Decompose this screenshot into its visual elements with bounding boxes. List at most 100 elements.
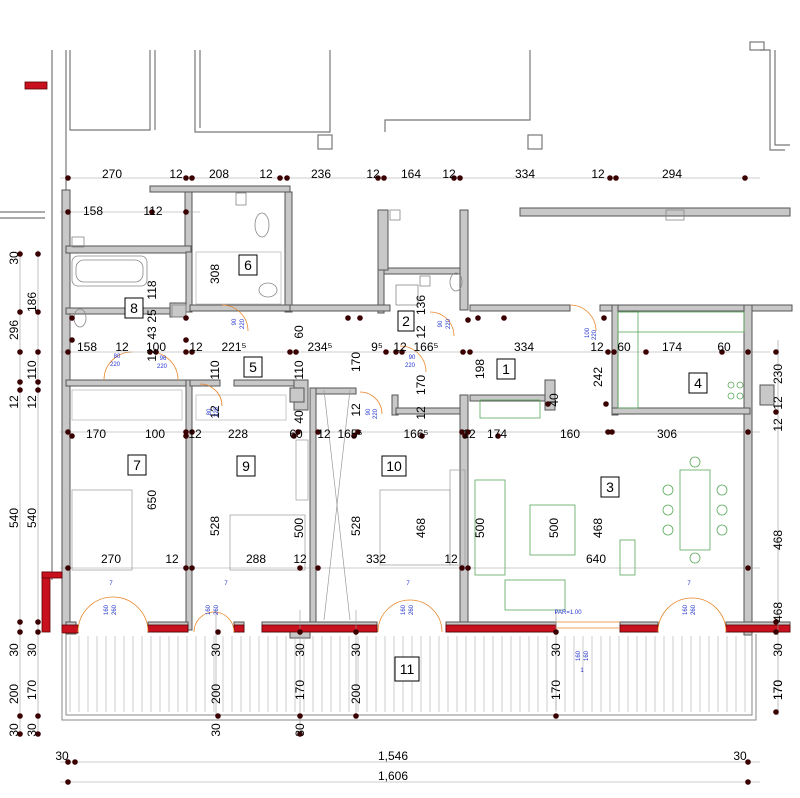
dim-label: 12 [208, 405, 222, 419]
window-tag: 160 [206, 604, 212, 615]
dimension-dot [475, 315, 481, 321]
dims-row5: 270 12 288 12 332 12 640 [101, 552, 606, 566]
dim-label: 60 [292, 325, 306, 339]
dim-label: 12 [259, 167, 273, 181]
dimension-dot [17, 379, 23, 385]
dim-label: 12 [771, 396, 785, 410]
dim-label: 43 [145, 326, 159, 340]
door-tag: 220 [446, 318, 452, 329]
dim-label: 170 [771, 680, 785, 700]
dimension-dot [745, 349, 751, 355]
dimension-dot [17, 387, 23, 393]
dim-label: 30 [209, 643, 223, 657]
dimension-dot [545, 401, 551, 407]
dims-row3: 158 12 100 12 221⁵ 234⁵ 9⁵ 12 166⁵ 334 1… [77, 340, 731, 354]
window-tag: 7 [687, 581, 691, 587]
dimension-dot [17, 309, 23, 315]
dim-label: 40 [547, 393, 561, 407]
dim-label: 170 [25, 680, 39, 700]
dim-label: 500 [547, 518, 561, 538]
room-11: 11 [394, 656, 420, 682]
dim-label: 236 [311, 167, 331, 181]
dimension-dot [355, 429, 361, 435]
dim-label: 158 [77, 340, 97, 354]
dim-label: 40 [292, 410, 306, 424]
dim-label: 468 [771, 602, 785, 622]
room-number: 11 [400, 661, 415, 677]
dimension-dot [65, 779, 71, 785]
dimension-dot [17, 629, 23, 635]
dimension-dot [35, 349, 41, 355]
dimension-dot [643, 349, 649, 355]
dim-label: 112 [143, 204, 162, 218]
dim-label: 208 [209, 167, 229, 181]
room-number: 5 [249, 359, 257, 375]
dimension-dot [215, 713, 221, 719]
dimension-dot [383, 349, 389, 355]
dimension-dot [65, 759, 71, 765]
dimension-dot [501, 315, 507, 321]
dimension-dot [17, 349, 23, 355]
room-5: 5 [243, 356, 263, 378]
dimension-dot [495, 433, 501, 439]
dim-label: 528 [349, 516, 363, 536]
dim-label: 1,546 [378, 749, 408, 763]
dimension-dot [189, 175, 195, 181]
dim-label: 12 [444, 552, 458, 566]
dimension-dot [745, 429, 751, 435]
dimension-dot [35, 629, 41, 635]
dimension-dot [277, 175, 283, 181]
window-tag: 260 [691, 604, 697, 615]
dimension-dot [315, 429, 321, 435]
room-number: 6 [244, 257, 252, 273]
dim-label: 270 [102, 167, 122, 181]
dim-label: 158 [83, 204, 103, 218]
dimension-dot [451, 175, 457, 181]
dim-label: 12 [189, 340, 203, 354]
dimension-dot [459, 565, 465, 571]
dim-label: 170 [86, 427, 106, 441]
dim-label: 12 [414, 406, 428, 420]
dimension-dot [609, 429, 615, 435]
dimension-dot [297, 565, 303, 571]
dim-label: 468 [771, 530, 785, 550]
room-number: 8 [130, 300, 138, 316]
dims-row2: 158 112 [83, 204, 163, 218]
dimension-dot [457, 175, 463, 181]
dimension-dot [17, 731, 23, 737]
window-tag: 7 [406, 581, 410, 587]
dimension-dot [611, 349, 617, 355]
dimension-dot [375, 175, 381, 181]
room-number: 3 [606, 479, 614, 495]
dim-label: 170 [414, 375, 428, 395]
dimension-dot [460, 349, 466, 355]
dimension-dot [773, 629, 779, 635]
dimension-dot [393, 349, 399, 355]
dim-label: 12 [414, 325, 428, 339]
kitchen-fixtures [617, 311, 745, 409]
dimension-dot [17, 619, 23, 625]
dim-label: 25 [145, 309, 159, 323]
dim-label: 12 [293, 552, 307, 566]
window-tag: 260 [409, 604, 415, 615]
dim-label: 30 [25, 643, 39, 657]
dim-label: 12 [442, 167, 456, 181]
dimension-dot [719, 349, 725, 355]
dimension-dot [297, 731, 303, 737]
walls [61, 185, 793, 639]
dims-right: 230 12 468 30 170 [771, 364, 785, 700]
dim-label: 110 [25, 360, 39, 379]
dimension-dot [601, 315, 607, 321]
dim-label: 200 [349, 684, 363, 704]
dimension-dot [773, 619, 779, 625]
dimension-dot [183, 429, 189, 435]
room-number: 10 [386, 458, 402, 474]
dim-label: 468 [414, 518, 428, 538]
dim-label: 12 [165, 552, 179, 566]
window-tag: 160 [584, 650, 590, 661]
door-tag: 220 [592, 329, 598, 340]
door-tag: 220 [240, 318, 246, 329]
window-tag: 260 [214, 604, 220, 615]
dimension-dot [65, 349, 71, 355]
dim-label: 12 [590, 340, 604, 354]
